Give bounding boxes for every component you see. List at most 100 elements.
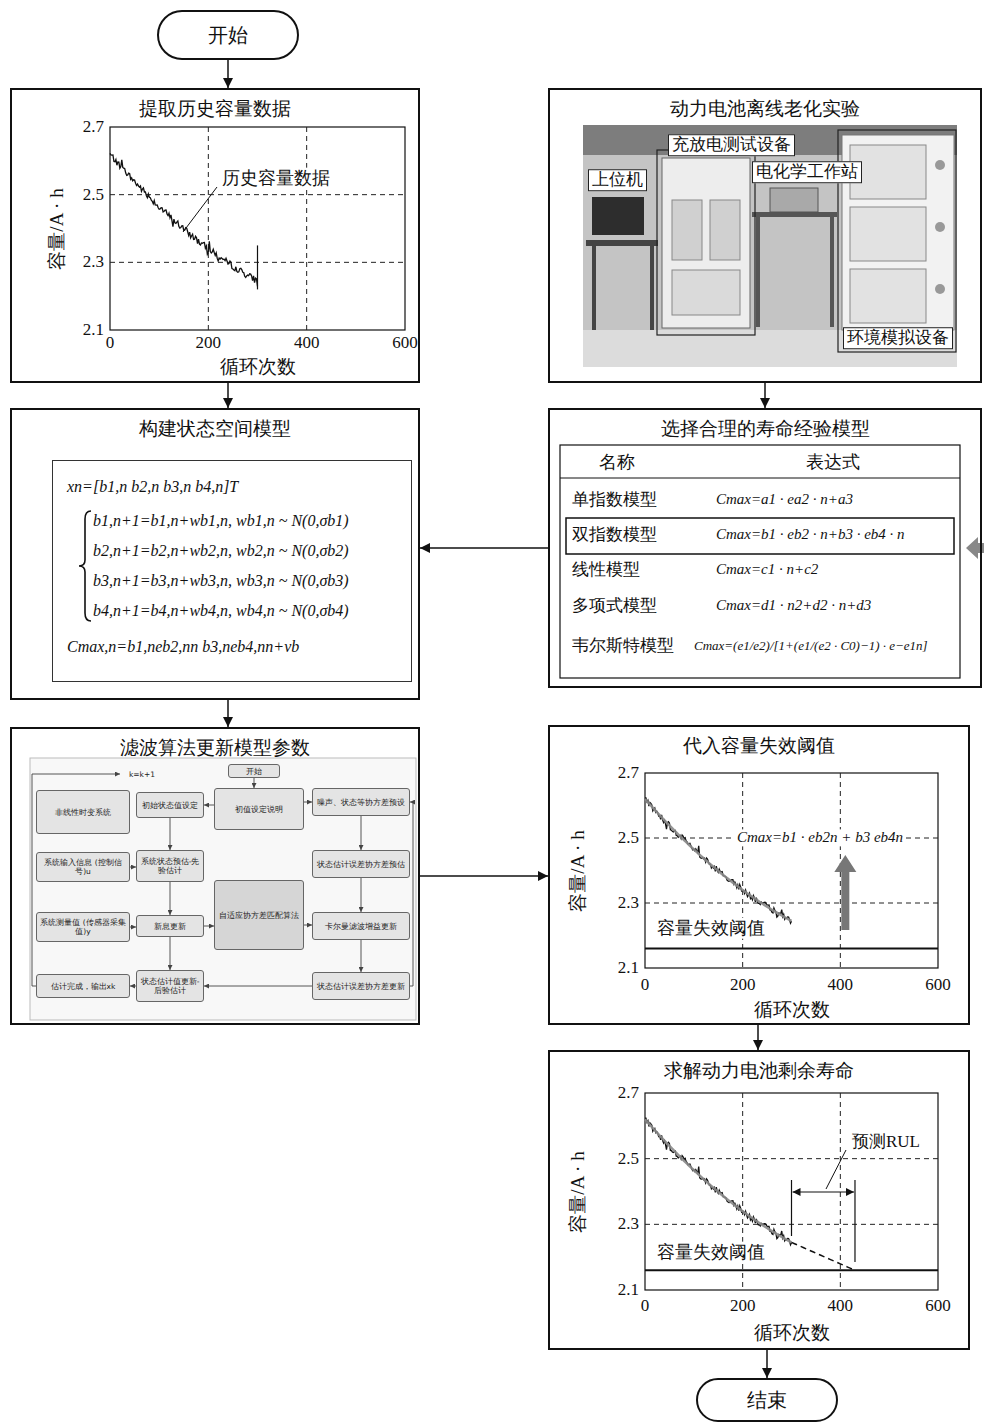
table-cell: 韦尔斯特模型 [572, 636, 674, 656]
chamber-dial [935, 222, 945, 232]
axis-tick: 400 [828, 975, 854, 995]
flow-step: 系统测量值 (传感器采集值)y [36, 912, 130, 942]
flow-step: 初值设定说明 [214, 788, 304, 830]
axis-tick: 200 [730, 975, 756, 995]
chamber-door [850, 269, 926, 323]
formula-cell: Cmax=b1 · eb2 · n+b3 · eb4 · n [716, 526, 905, 543]
chamber-dial [935, 284, 945, 294]
line-chart [645, 773, 938, 968]
model-table [560, 445, 984, 678]
node-title: 提取历史容量数据 [139, 96, 291, 122]
rul-marker [854, 1180, 855, 1262]
bench-leg [830, 217, 834, 327]
threshold-line [645, 948, 938, 950]
node-title: 滤波算法更新模型参数 [120, 735, 310, 761]
equation: b2,n+1=b2,n+wb2,n, wb2,n ~ N(0,σb2) [93, 541, 397, 561]
flow-arrow [361, 940, 362, 972]
flow-arrow [304, 802, 312, 803]
node-title: 开始 [208, 22, 248, 49]
node-title: 求解动力电池剩余寿命 [664, 1058, 854, 1084]
flow-arrow [361, 878, 362, 912]
threshold-line [645, 1269, 938, 1271]
process-box: 构建状态空间模型xn=[b1,n b2,n b3,n b4,n]Tb1,n+1=… [10, 408, 420, 700]
flow-step: 非线性时变系统 [36, 790, 130, 834]
node-title: 代入容量失效阈值 [683, 733, 835, 759]
node-title: 动力电池离线老化实验 [670, 96, 860, 122]
rul-marker [791, 1180, 792, 1236]
flow-arrow [227, 700, 229, 727]
flow-arrow [361, 816, 362, 850]
axis-tick: 400 [828, 1296, 854, 1316]
axis-tick: 2.1 [618, 958, 639, 978]
axis-title: 循环次数 [754, 999, 830, 1021]
flow-arrow [170, 937, 171, 970]
axis-tick: 2.5 [618, 828, 639, 848]
photo-label: 上位机 [588, 169, 647, 191]
formula-label: Cmax=b1 · eb2n + b3 eb4n [735, 829, 905, 846]
formula-cell: Cmax=a1 · ea2 · n+a3 [716, 491, 853, 508]
callout-label: 历史容量数据 [220, 168, 332, 189]
highlight-row [566, 518, 954, 554]
axis-tick: 200 [196, 333, 222, 353]
equation: b3,n+1=b3,n+wb3,n, wb3,n ~ N(0,σb3) [93, 571, 397, 591]
axis-title: 循环次数 [754, 1322, 830, 1344]
formula-box: xn=[b1,n b2,n b3,n b4,n]Tb1,n+1=b1,n+wb1… [52, 460, 412, 682]
flow-arrow [170, 882, 171, 915]
threshold-label: 容量失效阈值 [655, 918, 767, 939]
prediction-curve [792, 1242, 855, 1270]
leader-line [826, 1150, 846, 1189]
instrument [770, 188, 818, 212]
monitor [592, 197, 644, 235]
axis-tick: 2.1 [618, 1280, 639, 1300]
axis-tick: 2.7 [83, 117, 104, 137]
flow-arrow [764, 383, 766, 408]
cabinet-panel [672, 270, 740, 315]
grid-line [742, 773, 743, 968]
axis-tick: 2.7 [618, 763, 639, 783]
axis-tick: 600 [392, 333, 418, 353]
grid-line [208, 127, 209, 330]
flow-arrow [204, 805, 214, 806]
table-cell: 线性模型 [572, 560, 640, 580]
axis-title: 循环次数 [220, 356, 296, 378]
photo-label: 充放电测试设备 [668, 134, 795, 156]
axis-tick: 0 [641, 975, 650, 995]
axis-tick: 2.3 [83, 253, 104, 273]
axis-title: 容量/A · h [567, 1151, 589, 1232]
region-outline [657, 150, 755, 335]
flow-step: 自适应协方差匹配算法 [214, 880, 304, 950]
axis-tick: 2.3 [618, 1215, 639, 1235]
flow-step: 状态估计误差协方差预估 [312, 850, 410, 878]
flow-step: 系统输入信息 (控制信号)u [36, 852, 130, 882]
formula-cell: Cmax=c1 · n+c2 [716, 561, 818, 578]
terminal: 结束 [696, 1378, 838, 1422]
lab-photo [583, 125, 957, 367]
flow-arrow [420, 547, 548, 549]
terminal: 开始 [157, 10, 299, 60]
axis-tick: 2.7 [618, 1083, 639, 1103]
cabinet-panel [672, 200, 702, 260]
equation: b1,n+1=b1,n+wb1,n, wb1,n ~ N(0,σb1) [93, 511, 397, 531]
grid-line [645, 1158, 938, 1159]
table-cell: 双指数模型 [572, 525, 657, 545]
photo-background [583, 125, 957, 367]
flow-step: 开始 [228, 764, 280, 778]
flow-step: k=k+1 [122, 768, 162, 780]
node-title: 选择合理的寿命经验模型 [661, 416, 870, 442]
end-marker [257, 245, 258, 289]
capacity-curve [645, 1118, 792, 1245]
flow-step: 初始状态值设定 [136, 792, 204, 818]
brace [79, 511, 91, 621]
flow-arrow [204, 926, 214, 927]
flow-arrow [227, 383, 229, 408]
flow-step: 新息更新 [136, 915, 204, 937]
axis-tick: 2.3 [618, 893, 639, 913]
flow-step: 状态估计误差协方差更新 [312, 972, 410, 1000]
leader-line [183, 187, 217, 232]
axis-tick: 600 [925, 1296, 951, 1316]
line-chart [645, 1093, 938, 1290]
node-title: 结束 [747, 1387, 787, 1414]
formula-cell: Cmax=d1 · n2+d2 · n+d3 [716, 597, 871, 614]
process-box: 代入容量失效阈值 [548, 725, 970, 1025]
